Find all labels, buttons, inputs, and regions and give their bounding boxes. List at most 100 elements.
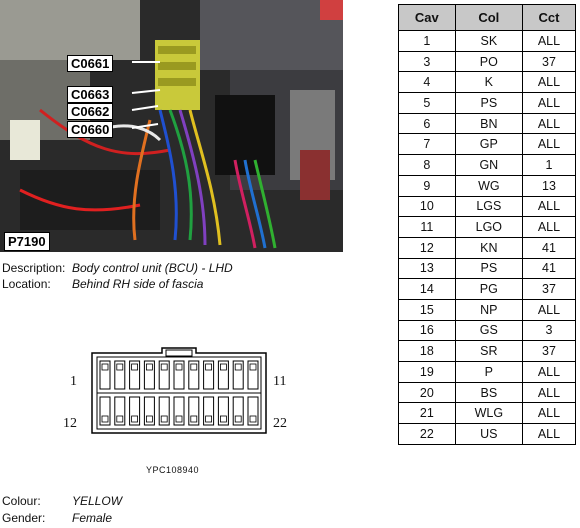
connector-pin-cell: [129, 360, 141, 390]
photo-illustration: [0, 0, 343, 252]
cell-colour: BN: [454, 112, 523, 135]
cell-colour: PS: [454, 257, 523, 280]
connector-pin-cell: [173, 396, 185, 426]
description-label: Description:: [2, 261, 66, 275]
connector-outline: [91, 347, 267, 434]
connector-pin-cell: [99, 396, 111, 426]
cell-circuit: 37: [521, 278, 577, 300]
cell-colour: SK: [454, 30, 523, 52]
connector-pin-cell: [158, 360, 170, 390]
connector-pin-latch: [146, 363, 153, 371]
cell-colour: KN: [454, 236, 523, 259]
cell-cavity: 8: [398, 154, 456, 176]
callout-leader-c0662: [131, 105, 159, 111]
description-row: Description:Body control unit (BCU) - LH…: [2, 261, 233, 275]
cell-cavity: 16: [398, 319, 456, 342]
cell-cavity: 12: [398, 236, 456, 259]
cell-cavity: 10: [398, 195, 456, 218]
cell-colour: P: [454, 361, 523, 383]
connector-pin-latch: [190, 363, 198, 371]
connector-pin-latch: [249, 415, 257, 423]
cell-circuit: ALL: [521, 92, 577, 114]
connector-pin-latch: [160, 415, 168, 423]
cell-cavity: 20: [398, 381, 456, 404]
connector-pin-cell: [143, 396, 155, 426]
cell-circuit: ALL: [521, 195, 577, 218]
cell-colour: K: [454, 71, 523, 94]
connector-pin-latch: [234, 415, 242, 423]
cell-circuit: ALL: [521, 133, 577, 156]
pin-label-12: 12: [63, 416, 77, 431]
cell-cavity: 9: [398, 174, 456, 197]
table-header-row: Cav Col Cct: [398, 4, 577, 31]
cell-colour: US: [454, 423, 523, 445]
connector-pin-cell: [203, 396, 215, 426]
cell-colour: LGO: [454, 216, 523, 238]
connector-pin-latch: [190, 415, 198, 423]
cell-circuit: 13: [521, 174, 577, 197]
colour-label: Colour:: [2, 494, 41, 508]
connector-pin-latch: [205, 415, 212, 423]
gender-label: Gender:: [2, 511, 46, 525]
cell-colour: LGS: [454, 195, 523, 218]
cell-cavity: 18: [398, 340, 456, 362]
cell-cavity: 15: [398, 298, 456, 321]
pin-label-1: 1: [70, 374, 77, 389]
pin-label-22: 22: [273, 416, 287, 431]
cell-colour: WG: [454, 174, 523, 197]
cell-circuit: ALL: [521, 216, 577, 238]
connector-pin-cell: [232, 360, 244, 390]
callout-c0663: C0663: [67, 86, 114, 103]
connector-pin-latch: [175, 363, 183, 371]
connector-pin-latch: [249, 363, 257, 371]
cell-cavity: 19: [398, 361, 456, 383]
connector-pin-latch: [175, 415, 183, 423]
cell-cavity: 1: [398, 30, 456, 52]
cell-colour: GS: [454, 319, 523, 342]
cell-cavity: 7: [398, 133, 456, 156]
connector-pin-cell: [247, 360, 259, 390]
cell-circuit: ALL: [521, 112, 577, 135]
connector-pin-cells: [99, 360, 259, 426]
connector-pin-cell: [129, 396, 141, 426]
header-cct: Cct: [521, 4, 577, 31]
cell-cavity: 4: [398, 71, 456, 94]
connector-part-number: YPC108940: [146, 465, 200, 475]
connector-pin-cell: [143, 360, 155, 390]
cell-colour: GP: [454, 133, 523, 156]
connector-pin-cell: [217, 360, 229, 390]
gender-value: Female: [72, 511, 113, 525]
cell-colour: SR: [454, 340, 523, 362]
connector-pin-cell: [247, 396, 259, 426]
cell-circuit: ALL: [521, 298, 577, 321]
callout-c0662: C0662: [67, 103, 114, 120]
connector-pin-latch: [131, 415, 138, 423]
cell-circuit: 37: [521, 50, 577, 73]
connector-pin-latch: [131, 363, 138, 371]
cell-cavity: 6: [398, 112, 456, 135]
connector-location-photo: C0661 C0663 C0662 C0660 P7190: [0, 0, 343, 252]
colour-row: Colour:YELLOW: [2, 494, 122, 508]
cell-colour: PO: [454, 50, 523, 73]
location-label: Location:: [2, 277, 51, 291]
cell-circuit: 1: [521, 154, 577, 176]
connector-pin-latch: [234, 363, 242, 371]
cell-colour: PG: [454, 278, 523, 300]
connector-pin-cell: [114, 360, 126, 390]
